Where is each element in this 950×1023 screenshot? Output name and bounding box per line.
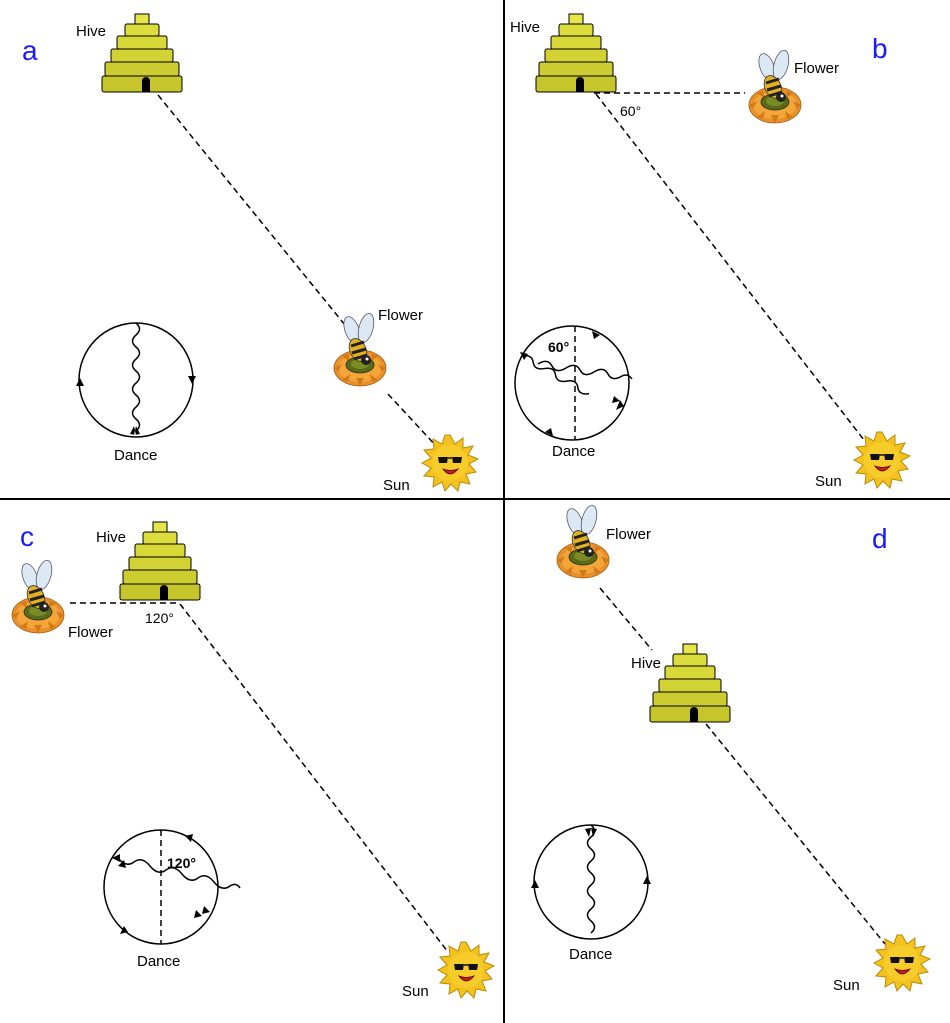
panel-c-sun-icon	[437, 941, 495, 999]
panel-d-dance-label: Dance	[569, 946, 612, 963]
panel-b-dance-label: Dance	[552, 443, 595, 460]
panel-c-hive-sun-line	[179, 603, 449, 953]
panel-d-arrow-right-icon	[643, 876, 651, 884]
panel-d-waggle-run	[586, 824, 596, 934]
panel-c-hive-label: Hive	[96, 529, 126, 546]
panel-b-hive-label: Hive	[510, 19, 540, 36]
panel-a-letter: a	[22, 35, 38, 66]
panel-a-arrow-left-icon	[76, 378, 84, 386]
panel-c: c Hive Flower 120° Sun 120° Dance	[10, 521, 495, 1000]
panel-c-arrow-top-icon	[185, 834, 193, 842]
panel-d-flower-label: Flower	[606, 526, 651, 543]
panel-d-flower-hive-line	[599, 587, 653, 651]
panel-b-sun-label: Sun	[815, 473, 842, 490]
panel-b-angle-label: 60°	[620, 103, 641, 119]
panel-c-arrow-bottom-icon	[120, 926, 128, 934]
panel-d-arrow-left-icon	[531, 880, 539, 888]
panel-d-hive-label: Hive	[631, 655, 661, 672]
panel-a-hive-flower-line	[157, 94, 346, 326]
panel-a-sun-label: Sun	[383, 477, 410, 494]
panel-d-sun-label: Sun	[833, 977, 860, 994]
panel-c-hive-icon	[119, 521, 201, 601]
panel-a-arrow-bottom-icon	[130, 426, 140, 435]
panel-c-dance-angle-label: 120°	[167, 855, 196, 871]
panel-d-arrow-top-icon	[585, 828, 597, 837]
panel-b-hive-icon	[535, 13, 617, 93]
panel-b-waggle-run-a	[521, 354, 590, 395]
panel-d-sun-icon	[873, 934, 931, 992]
panel-b-arrow-right-icon	[612, 396, 624, 410]
panel-a: a Hive Flower Sun Dance	[22, 13, 479, 494]
panel-d-letter: d	[872, 523, 888, 554]
panel-b-letter: b	[872, 33, 888, 64]
panel-b-waggle-run	[537, 360, 633, 380]
panel-a-flower-label: Flower	[378, 307, 423, 324]
panel-c-arrow-left-icon	[112, 854, 126, 868]
panel-c-dance-label: Dance	[137, 953, 180, 970]
panel-d-hive-icon	[649, 643, 731, 723]
panel-b-arrow-left-icon	[520, 352, 528, 360]
panel-b-arrow-bottom-icon	[545, 428, 553, 436]
panel-d: d Flower Hive Sun Dance	[531, 502, 931, 994]
panel-c-sun-label: Sun	[402, 983, 429, 1000]
panel-b-hive-sun-line	[595, 93, 865, 441]
panel-c-dance-circle	[103, 829, 219, 945]
panel-c-flower-label: Flower	[68, 624, 113, 641]
panel-c-arrow-right-icon	[194, 906, 210, 918]
panel-d-hive-sun-line	[705, 723, 886, 945]
panel-a-sun-icon	[421, 434, 479, 492]
panel-b-dance-circle	[514, 325, 630, 441]
panel-b-arrow-top-icon	[592, 331, 600, 339]
panel-a-flower-sun-line	[387, 393, 439, 449]
panel-a-hive-label: Hive	[76, 23, 106, 40]
panel-d-bee-flower-icon	[555, 502, 611, 580]
panel-b-flower-label: Flower	[794, 60, 839, 77]
panel-c-waggle-run	[117, 857, 241, 889]
panel-a-waggle-run	[131, 322, 141, 432]
panel-a-hive-icon	[101, 13, 183, 93]
panel-b-sun-icon	[853, 431, 911, 489]
panel-c-angle-label: 120°	[145, 610, 174, 626]
panel-a-dance-label: Dance	[114, 447, 157, 464]
panel-c-letter: c	[20, 521, 34, 552]
panel-b: b Hive Flower 60° Sun 60° Dance	[510, 13, 911, 490]
panel-a-arrow-right-icon	[188, 376, 196, 384]
panel-b-dance-angle-label: 60°	[548, 339, 569, 355]
panel-c-bee-flower-icon	[10, 557, 66, 635]
